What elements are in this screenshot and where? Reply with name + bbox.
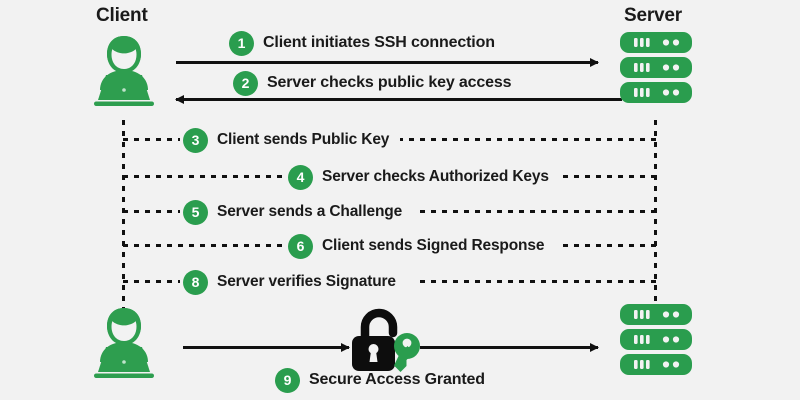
step-badge-2: 2 (233, 70, 258, 96)
step-label-6: Client sends Signed Response (322, 237, 545, 254)
column-title-server: Server (624, 5, 682, 26)
step-label-3: Client sends Public Key (217, 131, 390, 148)
step-badge-1: 1 (229, 30, 254, 56)
step-badge-5: 5 (183, 199, 208, 225)
step-label-4: Server checks Authorized Keys (322, 168, 549, 185)
message-step-1: 1 Client initiates SSH connection (229, 30, 495, 56)
mask-5 (180, 199, 415, 225)
mask-3 (180, 127, 400, 153)
message-step-9: 9 Secure Access Granted (275, 367, 485, 393)
message-step-4: 4 Server checks Authorized Keys (288, 164, 549, 190)
step-label-1: Client initiates SSH connection (263, 34, 495, 51)
mask-8 (180, 269, 418, 295)
open-padlock-shackle (360, 308, 398, 344)
column-title-client: Client (96, 5, 148, 26)
step-label-5: Server sends a Challenge (217, 203, 403, 220)
step-badge-4: 4 (288, 164, 313, 190)
mask-6 (285, 233, 557, 259)
step-badge-3: 3 (183, 127, 208, 153)
server-rack-icon (616, 28, 696, 108)
message-step-5: 5 Server sends a Challenge (183, 199, 402, 225)
client-laptop-icon-bottom (84, 300, 164, 380)
mask-4 (285, 164, 560, 190)
message-step-2: 2 Server checks public key access (233, 70, 512, 96)
message-step-8: 8 Server verifies Signature (183, 269, 396, 295)
step-badge-9: 9 (275, 367, 300, 393)
step-badge-6: 6 (288, 233, 313, 259)
step-label-8: Server verifies Signature (217, 273, 396, 290)
step-label-9: Secure Access Granted (309, 371, 485, 388)
step-badge-8: 8 (183, 269, 208, 295)
server-rack-icon-bottom (616, 300, 696, 380)
secure-access-lock-group (347, 305, 425, 377)
step-label-2: Server checks public key access (267, 74, 512, 91)
client-laptop-icon (84, 28, 164, 108)
message-step-3: 3 Client sends Public Key (183, 127, 389, 153)
key-icon (394, 333, 420, 372)
message-step-6: 6 Client sends Signed Response (288, 233, 544, 259)
